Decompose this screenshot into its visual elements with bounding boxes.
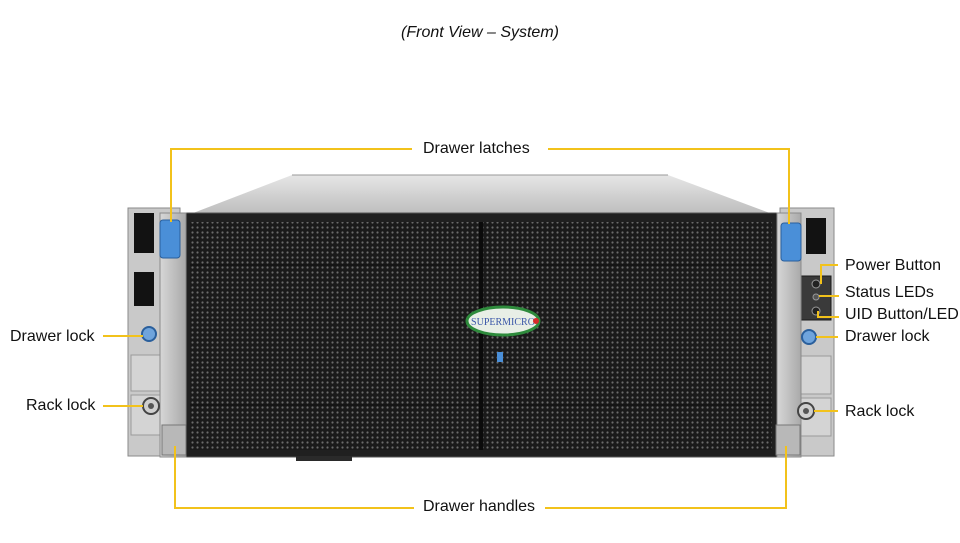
label-power-button: Power Button [845,257,942,274]
leader-drawer-latches-right-v [788,148,790,224]
right-drawer-lock [801,329,817,345]
label-rack-lock-right: Rack lock [845,403,915,420]
label-drawer-lock-right: Drawer lock [845,328,930,345]
leader-drawer-handles-right-v [785,446,787,509]
right-drawer-latch [780,222,802,262]
supermicro-logo-text: SUPERMICRO [471,317,535,328]
leader-status-leds [819,295,839,297]
leader-uid-button-h [817,316,839,318]
leader-drawer-lock-right [816,336,838,338]
leader-drawer-latches-right-h [548,148,790,150]
chassis-top-cover [188,175,775,215]
leader-power-button-h [820,264,838,266]
left-drawer-lock [141,326,157,342]
leader-drawer-latches-left-v [170,148,172,222]
leader-drawer-handles-left-v [174,446,176,508]
label-rack-lock-left: Rack lock [26,397,96,414]
label-drawer-latches: Drawer latches [423,140,530,157]
leader-drawer-handles-right-h [545,507,787,509]
leader-drawer-handles-left-h [174,507,414,509]
leader-drawer-lock-left [103,335,143,337]
power-button [811,279,821,289]
label-uid-button: UID Button/LED [845,306,959,323]
leader-drawer-latches-left-h [170,148,412,150]
leader-uid-button-v [817,311,819,318]
label-drawer-lock-left: Drawer lock [10,328,95,345]
right-drawer-handle [775,424,801,456]
leader-power-button-v [820,264,822,284]
status-leds [812,293,820,301]
left-drawer-latch [159,219,181,259]
leader-rack-lock-right [814,410,838,412]
figure-caption: (Front View – System) [401,24,559,41]
label-drawer-handles: Drawer handles [423,498,536,515]
label-status-leds: Status LEDs [845,284,934,301]
leader-rack-lock-left [103,405,143,407]
